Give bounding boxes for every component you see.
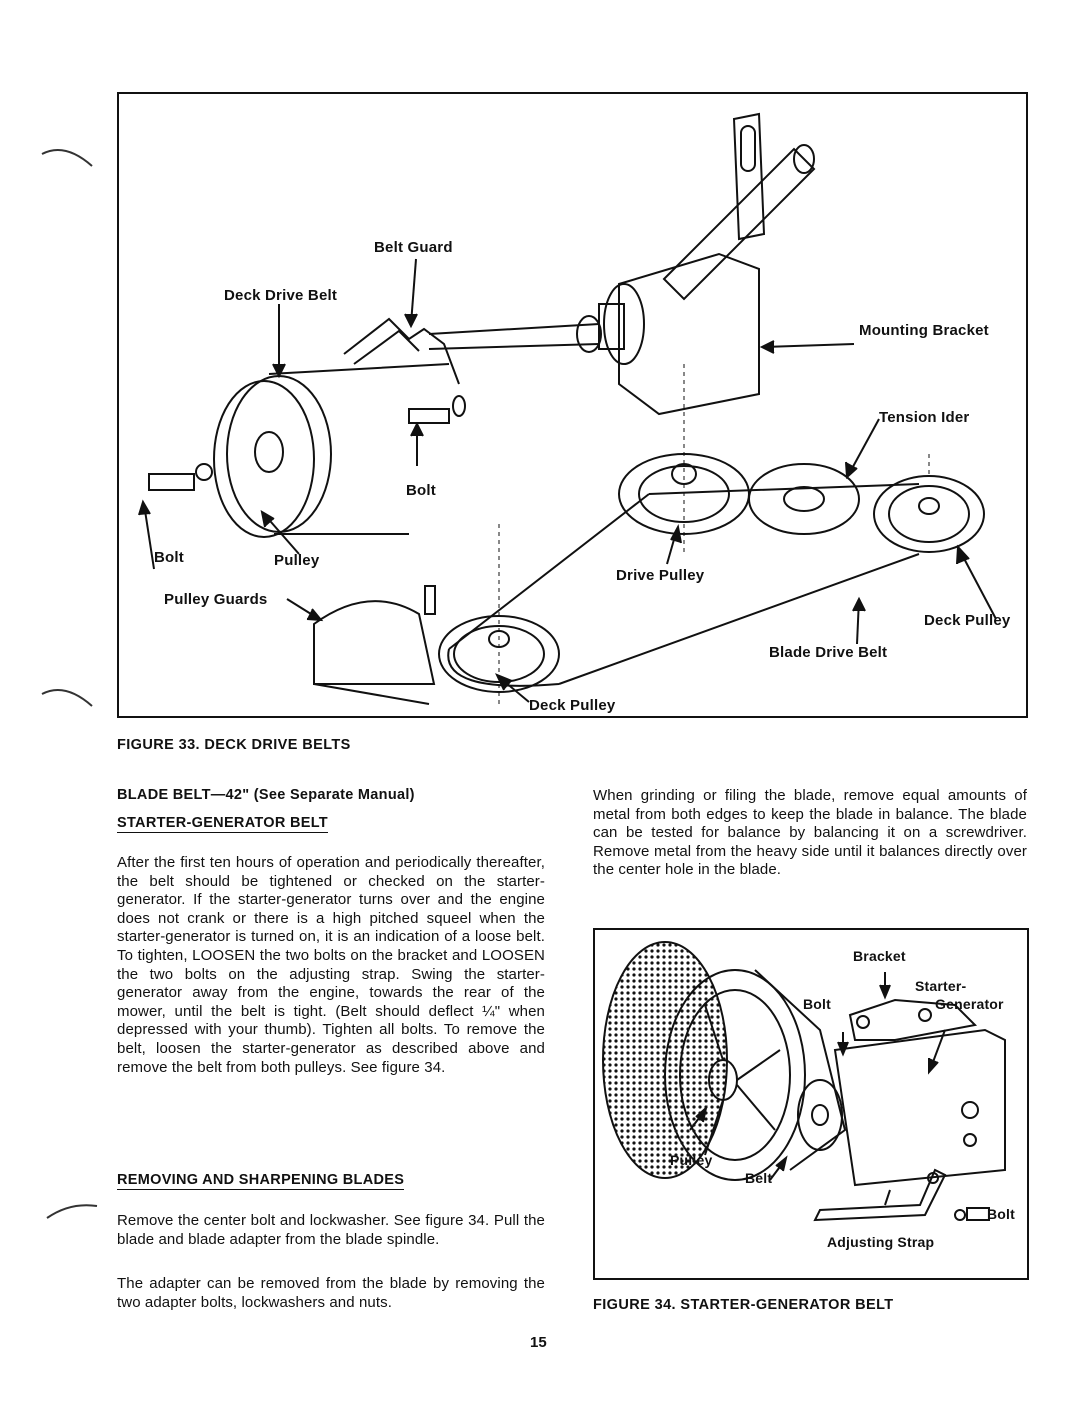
starter-generator-paragraph: After the first ten hours of operation a… xyxy=(117,854,545,1076)
label-generator: Generator xyxy=(935,996,1004,1012)
blades-paragraph-1: Remove the center bolt and lockwasher. S… xyxy=(117,1212,545,1248)
label-pulley-guards: Pulley Guards xyxy=(164,591,268,608)
figure-33-illustration xyxy=(138,112,997,705)
grinding-paragraph: When grinding or filing the blade, remov… xyxy=(593,787,1027,879)
margin-mark-bottom xyxy=(46,1204,98,1219)
label-starter: Starter- xyxy=(915,978,967,994)
label-belt: Belt xyxy=(745,1170,773,1186)
starter-generator-belt-heading: STARTER-GENERATOR BELT xyxy=(117,815,328,833)
label-blade-drive-belt: Blade Drive Belt xyxy=(769,644,888,661)
removing-sharpening-blades-heading: REMOVING AND SHARPENING BLADES xyxy=(117,1172,405,1190)
label-mounting-bracket: Mounting Bracket xyxy=(859,322,989,339)
label-bolt-top: Bolt xyxy=(803,996,832,1012)
page-number: 15 xyxy=(530,1334,547,1351)
label-belt-guard: Belt Guard xyxy=(374,239,453,256)
label-deck-pulley-bottom: Deck Pulley xyxy=(529,697,616,714)
label-bolt-right: Bolt xyxy=(987,1206,1016,1222)
margin-mark-middle xyxy=(41,689,93,707)
blade-belt-heading: BLADE BELT—42" (See Separate Manual) xyxy=(117,787,415,803)
margin-mark-top xyxy=(41,149,93,167)
label-deck-pulley-right: Deck Pulley xyxy=(924,612,1011,629)
blades-paragraph-2: The adapter can be removed from the blad… xyxy=(117,1275,545,1311)
label-pulley-fig34: Pulley xyxy=(670,1152,713,1168)
label-bolt-left: Bolt xyxy=(154,549,184,566)
label-adjusting-strap: Adjusting Strap xyxy=(827,1234,935,1250)
figure-33-deck-drive-belts: Belt Guard Deck Drive Belt Mounting Brac… xyxy=(117,92,1028,718)
figure-33-caption: FIGURE 33. DECK DRIVE BELTS xyxy=(117,737,351,753)
label-bracket: Bracket xyxy=(853,948,906,964)
figure-34-starter-generator: Bracket Starter- Generator Bolt Pulley B… xyxy=(593,928,1029,1280)
figure-34-illustration xyxy=(602,941,1006,1222)
label-tension-idler: Tension Ider xyxy=(879,409,970,426)
figure-34-caption: FIGURE 34. STARTER-GENERATOR BELT xyxy=(593,1297,894,1313)
label-deck-drive-belt: Deck Drive Belt xyxy=(224,287,338,304)
label-pulley: Pulley xyxy=(274,552,320,569)
label-bolt-center: Bolt xyxy=(406,482,436,499)
label-drive-pulley: Drive Pulley xyxy=(616,567,705,584)
